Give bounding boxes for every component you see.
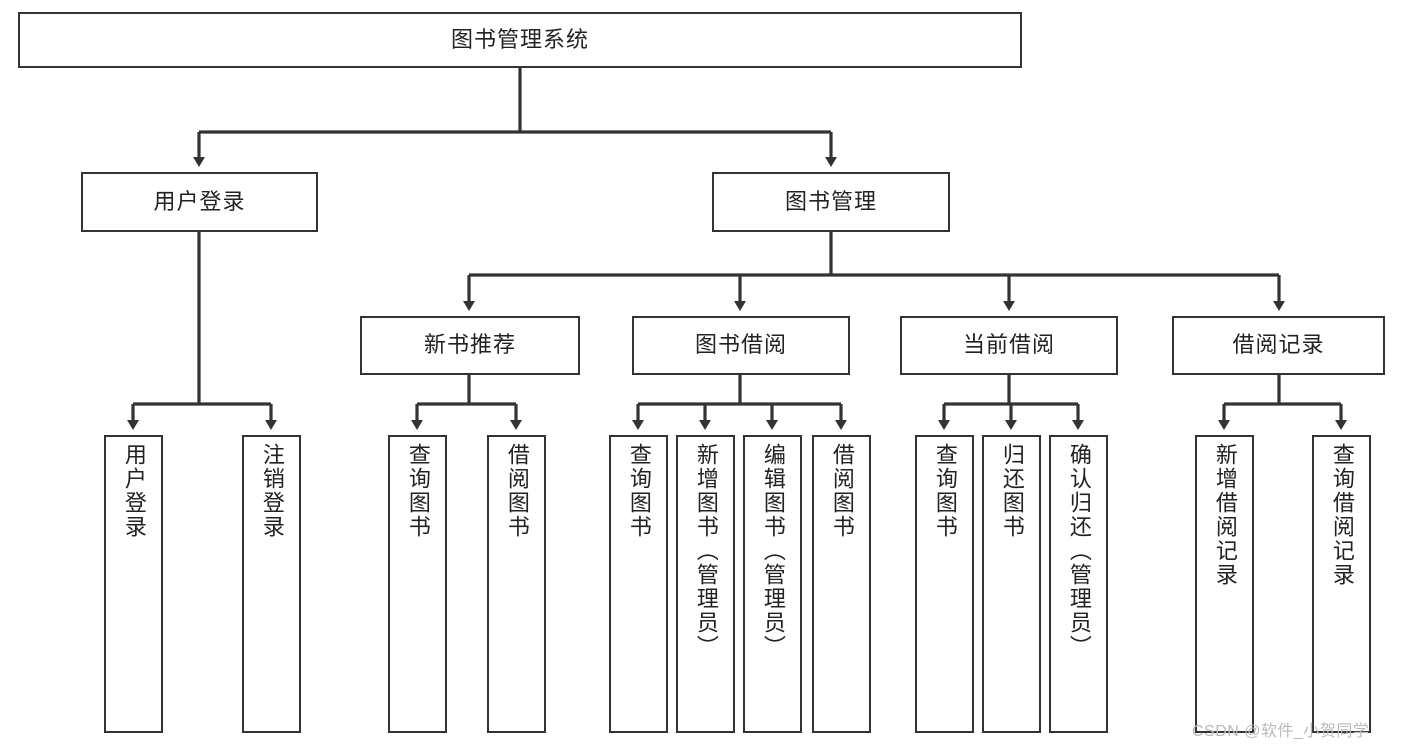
node-current-borrow-label: 当前借阅 [962, 332, 1055, 358]
leaf-label: 注销登录 [259, 443, 285, 539]
leaf-label: 借阅图书 [829, 443, 855, 539]
leaf-label: 新增借阅记录 [1212, 443, 1238, 587]
leaf-borrow-query-book[interactable]: 查询图书 [609, 435, 668, 733]
leaf-borrow-borrow-book[interactable]: 借阅图书 [812, 435, 871, 733]
node-user-login-label: 用户登录 [153, 188, 246, 214]
leaf-current-confirm-return[interactable]: 确认归还（管理员） [1049, 435, 1108, 733]
node-current-borrow[interactable]: 当前借阅 [900, 316, 1118, 375]
node-borrow-record-label: 借阅记录 [1232, 332, 1325, 358]
leaf-borrow-add-book[interactable]: 新增图书（管理员） [676, 435, 735, 733]
node-root[interactable]: 图书管理系统 [18, 12, 1022, 68]
leaf-label: 借阅图书 [504, 443, 530, 539]
leaf-current-query-book[interactable]: 查询图书 [915, 435, 974, 733]
node-book-borrow-label: 图书借阅 [694, 332, 787, 358]
leaf-label: 新增图书（管理员） [693, 443, 719, 659]
csdn-watermark: CSDN @软件_小贺同学 [1192, 723, 1370, 740]
leaf-label: 查询图书 [405, 443, 431, 539]
leaf-new-book-borrow[interactable]: 借阅图书 [487, 435, 546, 733]
node-book-borrow[interactable]: 图书借阅 [632, 316, 850, 375]
leaf-user-login-logout[interactable]: 注销登录 [242, 435, 301, 733]
leaf-borrow-edit-book[interactable]: 编辑图书（管理员） [743, 435, 802, 733]
leaf-user-login-login[interactable]: 用户登录 [104, 435, 163, 733]
leaf-record-query-record[interactable]: 查询借阅记录 [1312, 435, 1371, 733]
leaf-label: 查询图书 [932, 443, 958, 539]
leaf-label: 查询借阅记录 [1329, 443, 1355, 587]
leaf-current-return-book[interactable]: 归还图书 [982, 435, 1041, 733]
node-book-management[interactable]: 图书管理 [712, 172, 950, 232]
leaf-label: 用户登录 [121, 443, 147, 539]
leaf-new-book-query[interactable]: 查询图书 [388, 435, 447, 733]
leaf-label: 归还图书 [999, 443, 1025, 539]
node-new-book-recommend-label: 新书推荐 [423, 332, 516, 358]
node-book-management-label: 图书管理 [784, 188, 877, 214]
node-new-book-recommend[interactable]: 新书推荐 [360, 316, 580, 375]
leaf-label: 查询图书 [626, 443, 652, 539]
node-root-label: 图书管理系统 [450, 26, 589, 52]
node-user-login[interactable]: 用户登录 [81, 172, 318, 232]
leaf-label: 确认归还（管理员） [1066, 443, 1092, 659]
leaf-label: 编辑图书（管理员） [760, 443, 786, 659]
leaf-record-add-record[interactable]: 新增借阅记录 [1195, 435, 1254, 733]
node-borrow-record[interactable]: 借阅记录 [1172, 316, 1385, 375]
